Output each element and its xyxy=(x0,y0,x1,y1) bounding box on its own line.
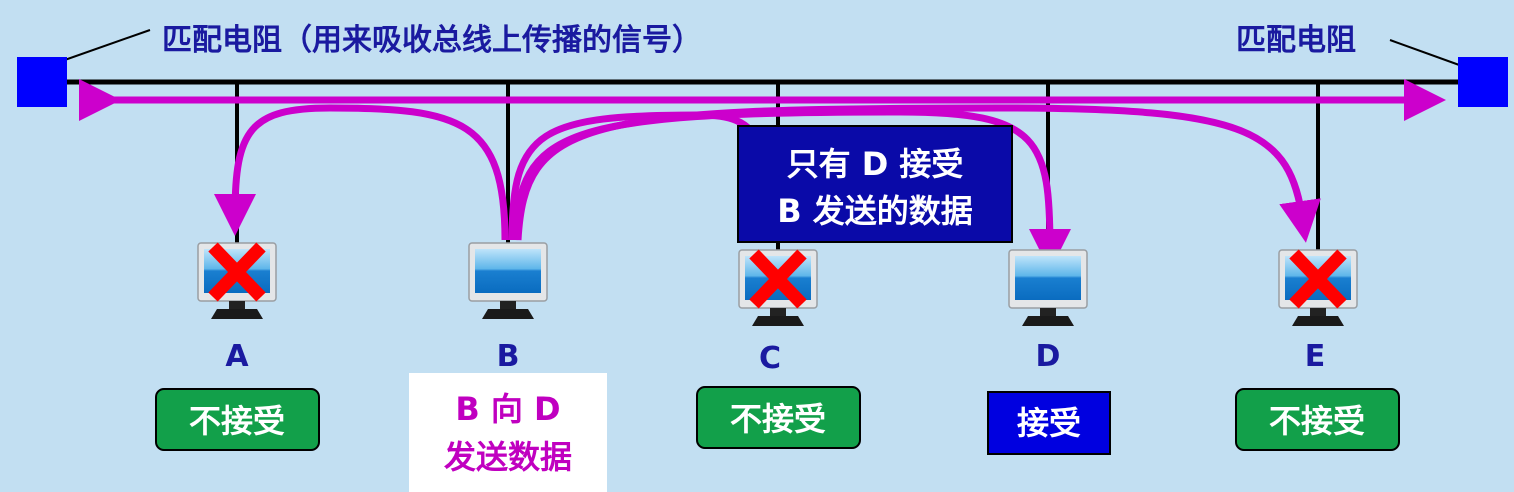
sender-line-1: B 向 D xyxy=(455,390,560,428)
note-line-1: 只有 D 接受 xyxy=(787,145,964,183)
arrow-to-c xyxy=(508,111,774,241)
station-label-d: D xyxy=(1036,339,1061,374)
status-box-a xyxy=(155,388,320,451)
reject-x-icon xyxy=(208,242,266,302)
station-label-a: A xyxy=(225,339,249,374)
station-label-c: C xyxy=(759,341,781,376)
status-box-c xyxy=(696,386,861,449)
terminator-left xyxy=(17,57,67,107)
sender-line-2: 发送数据 xyxy=(444,438,572,476)
arrow-to-e xyxy=(514,104,1321,243)
monitor-icon-a xyxy=(197,242,277,319)
sender-box xyxy=(409,373,607,492)
leader-line-right xyxy=(1389,39,1463,67)
monitor-icon-e xyxy=(1278,249,1358,326)
reject-x-icon xyxy=(749,249,807,309)
monitor-icon-b xyxy=(468,242,548,319)
arrow-to-a xyxy=(214,104,509,241)
status-c: 不接受 xyxy=(730,400,826,438)
monitor-icon-c xyxy=(738,249,818,326)
station-label-b: B xyxy=(497,339,520,374)
note-line-2: B 发送的数据 xyxy=(777,192,973,230)
note-box xyxy=(737,125,1013,243)
terminator-right xyxy=(1458,57,1508,107)
terminator-label-left: 匹配电阻（用来吸收总线上传播的信号） xyxy=(162,23,702,58)
monitor-icon-d xyxy=(1008,249,1088,326)
status-box-d xyxy=(987,391,1111,455)
status-box-e xyxy=(1235,388,1400,451)
status-e: 不接受 xyxy=(1269,402,1365,440)
status-a: 不接受 xyxy=(189,402,285,440)
station-label-e: E xyxy=(1305,339,1326,374)
reject-x-icon xyxy=(1289,249,1347,309)
status-d: 接受 xyxy=(1017,404,1081,442)
terminator-label-right: 匹配电阻 xyxy=(1236,23,1356,58)
